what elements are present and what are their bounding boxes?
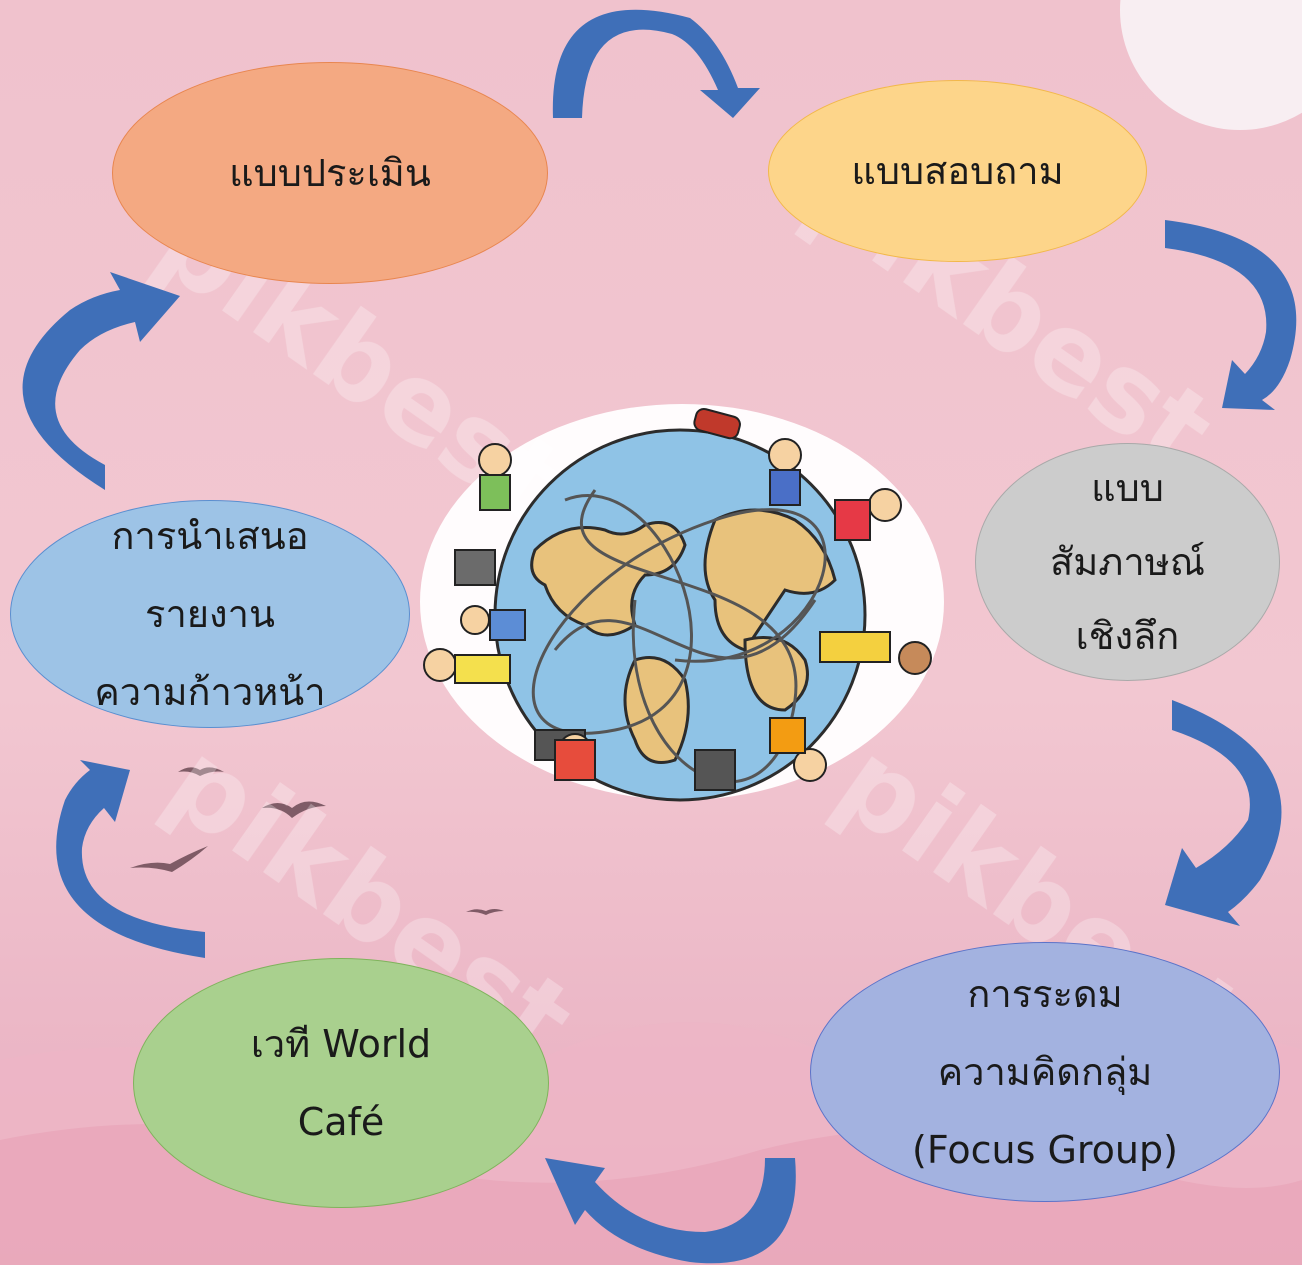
node-presentation-line-1: การนำเสนอ <box>111 514 309 558</box>
node-questionnaire: แบบสอบถาม <box>768 80 1147 262</box>
node-interview-line-2: สัมภาษณ์ <box>1050 540 1205 584</box>
node-presentation-line-2: รายงาน <box>145 592 275 636</box>
node-focus-group-line-2: ความคิดกลุ่ม <box>937 1050 1153 1094</box>
globe-icon <box>420 404 944 802</box>
node-interview-line-3: เชิงลึก <box>1075 614 1180 658</box>
node-focus-group-line-3: (Focus Group) <box>912 1128 1178 1172</box>
node-interview: แบบ สัมภาษณ์ เชิงลึก <box>975 443 1280 681</box>
node-evaluation-label: แบบประเมิน <box>229 151 431 195</box>
node-world-cafe-line-2: Café <box>297 1100 385 1144</box>
node-questionnaire-label: แบบสอบถาม <box>851 149 1064 193</box>
globe-children-illustration <box>415 400 950 805</box>
node-evaluation: แบบประเมิน <box>112 62 548 284</box>
node-world-cafe: เวที World Café <box>133 958 549 1208</box>
node-world-cafe-line-1: เวที World <box>250 1022 432 1066</box>
node-focus-group-line-1: การระดม <box>967 972 1123 1016</box>
node-presentation: การนำเสนอ รายงาน ความก้าวหน้า <box>10 500 410 728</box>
moon-shape <box>1120 0 1302 130</box>
node-presentation-line-3: ความก้าวหน้า <box>94 670 326 714</box>
node-interview-line-1: แบบ <box>1091 466 1164 510</box>
node-focus-group: การระดม ความคิดกลุ่ม (Focus Group) <box>810 942 1280 1202</box>
